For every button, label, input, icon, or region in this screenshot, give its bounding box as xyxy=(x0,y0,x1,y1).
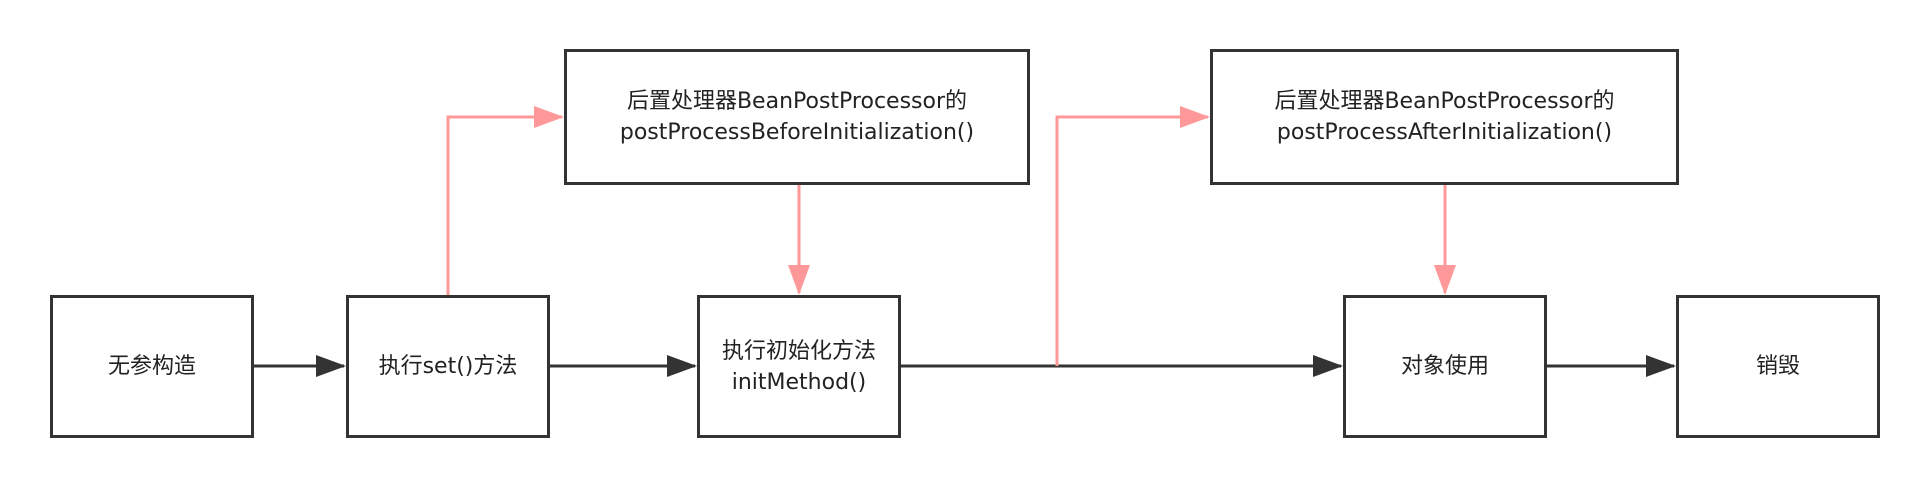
arrowhead-set-to-bpp-before xyxy=(534,106,564,128)
node-label: 销毁 xyxy=(1755,354,1800,379)
processor-flow-arrows xyxy=(446,106,1456,366)
arrowhead-flow-to-bpp-after xyxy=(1180,106,1210,128)
node-label: 后置处理器BeanPostProcessor的 postProcessBefor… xyxy=(619,89,975,145)
arrowhead-set-to-init xyxy=(667,355,697,377)
node-label: 无参构造 xyxy=(107,354,196,379)
node-bpp-after-initialization: 后置处理器BeanPostProcessor的 postProcessAfter… xyxy=(1210,49,1679,185)
arrow-flow-to-bpp-after xyxy=(1055,115,1208,366)
node-bpp-before-initialization: 后置处理器BeanPostProcessor的 postProcessBefor… xyxy=(564,49,1030,185)
node-label: 执行初始化方法 initMethod() xyxy=(721,338,876,395)
main-flow-arrows xyxy=(254,355,1676,377)
node-set-method: 执行set()方法 xyxy=(346,295,550,438)
arrowhead-construct-to-set xyxy=(316,355,346,377)
arrowhead-init-to-use xyxy=(1313,355,1343,377)
node-label: 执行set()方法 xyxy=(378,354,518,379)
node-label: 对象使用 xyxy=(1400,354,1489,379)
node-init-method: 执行初始化方法 initMethod() xyxy=(697,295,901,438)
node-object-use: 对象使用 xyxy=(1343,295,1547,438)
arrowhead-bpp-before-to-init xyxy=(788,265,810,295)
node-label: 后置处理器BeanPostProcessor的 postProcessAfter… xyxy=(1274,89,1615,145)
node-destroy: 销毁 xyxy=(1676,295,1880,438)
arrowhead-use-to-destroy xyxy=(1646,355,1676,377)
arrow-set-to-bpp-before xyxy=(446,115,562,295)
node-no-arg-constructor: 无参构造 xyxy=(50,295,254,438)
arrowhead-bpp-after-to-use xyxy=(1434,265,1456,295)
